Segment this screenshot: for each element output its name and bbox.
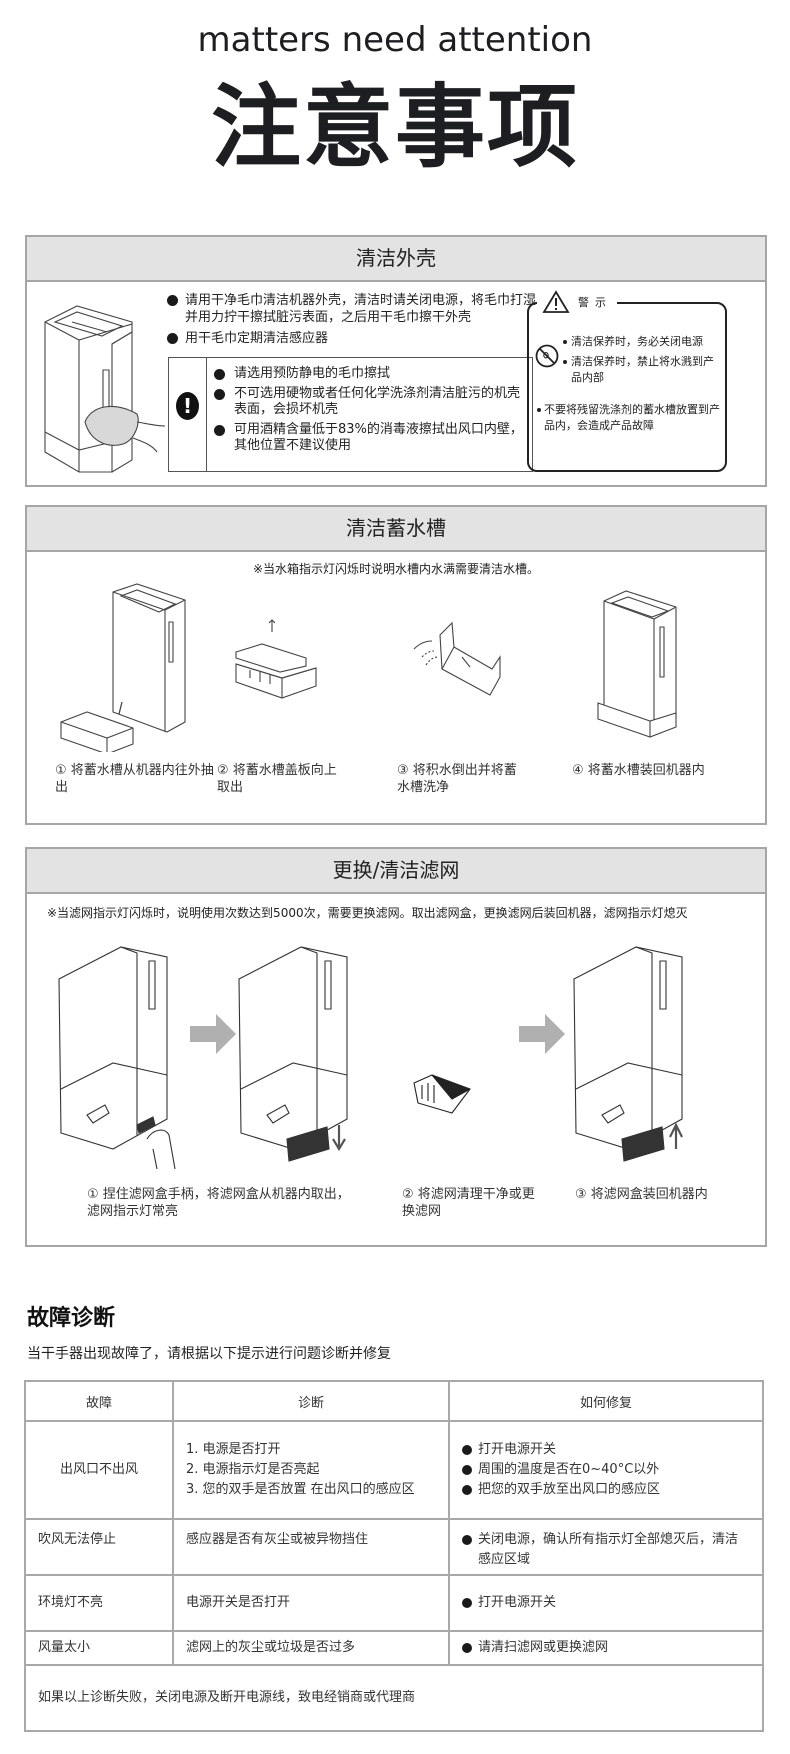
instruction-item: 请用干净毛巾清洁机器外壳，清洁时请关闭电源，将毛巾打湿并用力拧干擦拭脏污表面，之…: [167, 292, 547, 326]
filter-step-3: ③ 将滤网盒装回机器内: [575, 1187, 708, 1202]
section-title: 清洁蓄水槽: [27, 507, 765, 552]
step1-remove-filter-illustration: [58, 946, 176, 1169]
bullet-icon: [462, 1485, 472, 1495]
column-header-diagnosis: 诊断: [172, 1380, 450, 1422]
fix-cell: 请清扫滤网或更换滤网: [448, 1630, 764, 1666]
column-header-fault: 故障: [24, 1380, 174, 1422]
english-subtitle: matters need attention: [197, 20, 593, 60]
step4-reinsert-tank-illustration: [597, 590, 677, 738]
tank-step-2: ② 将蓄水槽盖板向上取出: [217, 763, 337, 795]
table-footer-row: 如果以上诊断失败，关闭电源及断开电源线，致电经销商或代理商: [24, 1664, 764, 1732]
filter-reinsert-illustration: [573, 946, 683, 1162]
exclamation-icon: !: [176, 392, 199, 420]
step3-pour-water-illustration: [413, 621, 501, 696]
warning-label: 警示: [578, 296, 612, 309]
section-clean-tank: 清洁蓄水槽 ※当水箱指示灯闪烁时说明水槽内水满需要清洁水槽。: [25, 505, 767, 825]
bullet-icon: [462, 1465, 472, 1475]
tank-step-1: ① 将蓄水槽从机器内往外抽出: [55, 763, 214, 795]
no-water-icon: [535, 344, 559, 368]
table-row: 风量太小 滤网上的灰尘或垃圾是否过多 请清扫滤网或更换滤网: [24, 1630, 764, 1666]
tank-step-3: ③ 将积水倒出并将蓄水槽洗净: [397, 763, 517, 795]
fault-cell: 出风口不出风: [24, 1420, 174, 1520]
filter-step-2: ② 将滤网清理干净或更换滤网: [402, 1187, 535, 1219]
warning-triangle-icon: [542, 290, 570, 313]
section-title: 清洁外壳: [27, 237, 765, 282]
diagnosis-cell: 1. 电源是否打开 2. 电源指示灯是否亮起 3. 您的双手是否放置 在出风口的…: [172, 1420, 450, 1520]
arrow-right-icon: [190, 1014, 236, 1054]
bullet-icon: [214, 389, 225, 400]
fault-cell: 吹风无法停止: [24, 1518, 174, 1576]
warning-item: 清洁保养时，务必关闭电源: [535, 334, 723, 350]
fix-cell: 关闭电源，确认所有指示灯全部熄灭后，清洁感应区域: [448, 1518, 764, 1576]
warning-box: 警示 清洁保养时，务必关闭电源 清洁保养时，禁止将水溅到产品内部 不要将残留洗涤…: [527, 288, 727, 472]
step1-pull-out-tank-illustration: [60, 583, 186, 752]
warning-item: 清洁保养时，禁止将水溅到产品内部: [535, 354, 723, 386]
filter-step-1: ① 捏住滤网盒手柄，将滤网盒从机器内取出，滤网指示灯常亮: [87, 1187, 350, 1219]
fix-cell: 打开电源开关 周围的温度是否在0~40°C以外 把您的双手放至出风口的感应区: [448, 1420, 764, 1520]
tank-note: ※当水箱指示灯闪烁时说明水槽内水满需要清洁水槽。: [252, 562, 540, 576]
filter-note: ※当滤网指示灯闪烁时，说明使用次数达到5000次，需要更换滤网。取出滤网盒，更换…: [47, 906, 688, 920]
hand-dryer-wiping-illustration: [44, 305, 166, 473]
diagnosis-cell: 滤网上的灰尘或垃圾是否过多: [172, 1630, 450, 1666]
bullet-icon: [167, 333, 178, 344]
caution-item: 不可选用硬物或者任何化学洗涤剂清洁脏污的机壳表面，会损坏机壳: [214, 386, 529, 418]
instruction-item: 用干毛巾定期清洁感应器: [167, 330, 547, 347]
bullet-icon: [214, 369, 225, 380]
diagnosis-title: 故障诊断: [27, 1306, 116, 1331]
bullet-icon: [462, 1643, 472, 1653]
caution-item: 可用酒精含量低于83%的消毒液擦拭出风口内壁，其他位置不建议使用: [214, 422, 529, 454]
filter-cartridge-illustration: [413, 1074, 471, 1114]
section-filter: 更换/清洁滤网 ※当滤网指示灯闪烁时，说明使用次数达到5000次，需要更换滤网。…: [25, 847, 767, 1247]
fix-cell: 打开电源开关: [448, 1574, 764, 1632]
bullet-icon: [462, 1535, 472, 1545]
diagnosis-cell: 感应器是否有灰尘或被异物挡住: [172, 1518, 450, 1576]
table-row: 环境灯不亮 电源开关是否打开 打开电源开关: [24, 1574, 764, 1632]
fault-cell: 环境灯不亮: [24, 1574, 174, 1632]
diagnosis-cell: 电源开关是否打开: [172, 1574, 450, 1632]
footer-note: 如果以上诊断失败，关闭电源及断开电源线，致电经销商或代理商: [24, 1664, 764, 1732]
fault-cell: 风量太小: [24, 1630, 174, 1666]
diagnosis-subtitle: 当干手器出现故障了，请根据以下提示进行问题诊断并修复: [27, 1346, 391, 1362]
bullet-icon: [167, 295, 178, 306]
diagnosis-table: 故障 诊断 如何修复 出风口不出风 1. 电源是否打开 2. 电源指示灯是否亮起…: [24, 1380, 764, 1732]
arrow-right-icon: [519, 1014, 565, 1054]
filter-out-illustration: [238, 946, 348, 1162]
section-clean-shell: 清洁外壳 请用干净毛巾清洁机器外壳，清洁时请关闭电源，将毛巾打湿并用力拧干擦拭脏…: [25, 235, 767, 487]
caution-item: 请选用预防静电的毛巾擦拭: [214, 366, 529, 382]
step2-remove-cover-illustration: [235, 619, 317, 699]
table-row: 出风口不出风 1. 电源是否打开 2. 电源指示灯是否亮起 3. 您的双手是否放…: [24, 1420, 764, 1520]
tank-step-4: ④ 将蓄水槽装回机器内: [572, 763, 705, 778]
bullet-icon: [462, 1598, 472, 1608]
clean-shell-instructions: 请用干净毛巾清洁机器外壳，清洁时请关闭电源，将毛巾打湿并用力拧干擦拭脏污表面，之…: [167, 292, 547, 351]
table-header-row: 故障 诊断 如何修复: [24, 1380, 764, 1422]
page-title: 注意事项: [211, 75, 579, 180]
table-row: 吹风无法停止 感应器是否有灰尘或被异物挡住 关闭电源，确认所有指示灯全部熄灭后，…: [24, 1518, 764, 1576]
warning-item: 不要将残留洗涤剂的蓄水槽放置到产品内，会造成产品故障: [535, 402, 723, 434]
bullet-icon: [214, 425, 225, 436]
column-header-fix: 如何修复: [448, 1380, 764, 1422]
bullet-icon: [462, 1445, 472, 1455]
caution-box: ! 请选用预防静电的毛巾擦拭 不可选用硬物或者任何化学洗涤剂清洁脏污的机壳表面，…: [168, 357, 533, 472]
section-title: 更换/清洁滤网: [27, 849, 765, 894]
